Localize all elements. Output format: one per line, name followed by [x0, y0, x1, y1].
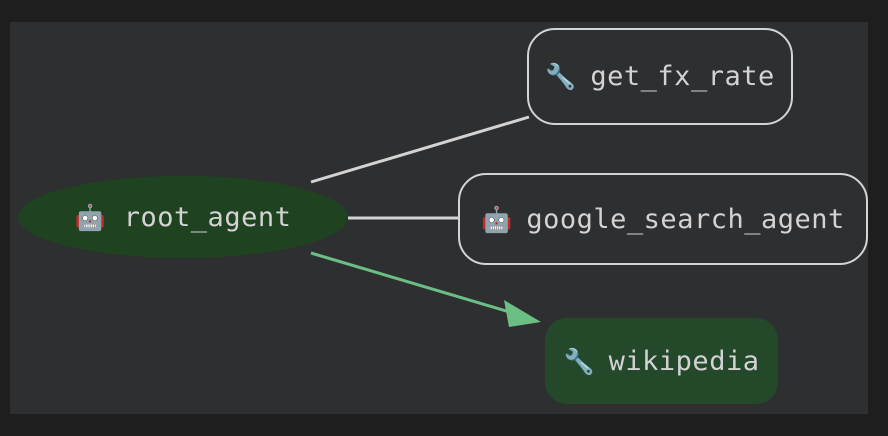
node-content-root-agent: 🤖 root_agent — [18, 204, 348, 231]
graph-node-root-agent[interactable]: 🤖 root_agent — [18, 176, 348, 258]
robot-icon: 🤖 — [74, 202, 106, 232]
node-label-root-agent: root_agent — [123, 201, 292, 233]
node-content-google-search-agent: 🤖 google_search_agent — [460, 206, 866, 233]
node-label-get-fx-rate: get_fx_rate — [590, 61, 775, 92]
graph-node-google-search-agent[interactable]: 🤖 google_search_agent — [458, 173, 868, 265]
graph-node-get-fx-rate[interactable]: 🔧 get_fx_rate — [527, 28, 793, 125]
robot-icon: 🤖 — [481, 204, 513, 234]
graph-node-wikipedia[interactable]: 🔧 wikipedia — [545, 318, 778, 404]
wrench-icon: 🔧 — [545, 62, 577, 91]
node-content-wikipedia: 🔧 wikipedia — [545, 348, 778, 375]
node-label-google-search-agent: google_search_agent — [526, 203, 845, 235]
node-label-wikipedia: wikipedia — [608, 345, 760, 377]
wrench-icon: 🔧 — [563, 346, 595, 376]
node-content-get-fx-rate: 🔧 get_fx_rate — [529, 63, 791, 90]
